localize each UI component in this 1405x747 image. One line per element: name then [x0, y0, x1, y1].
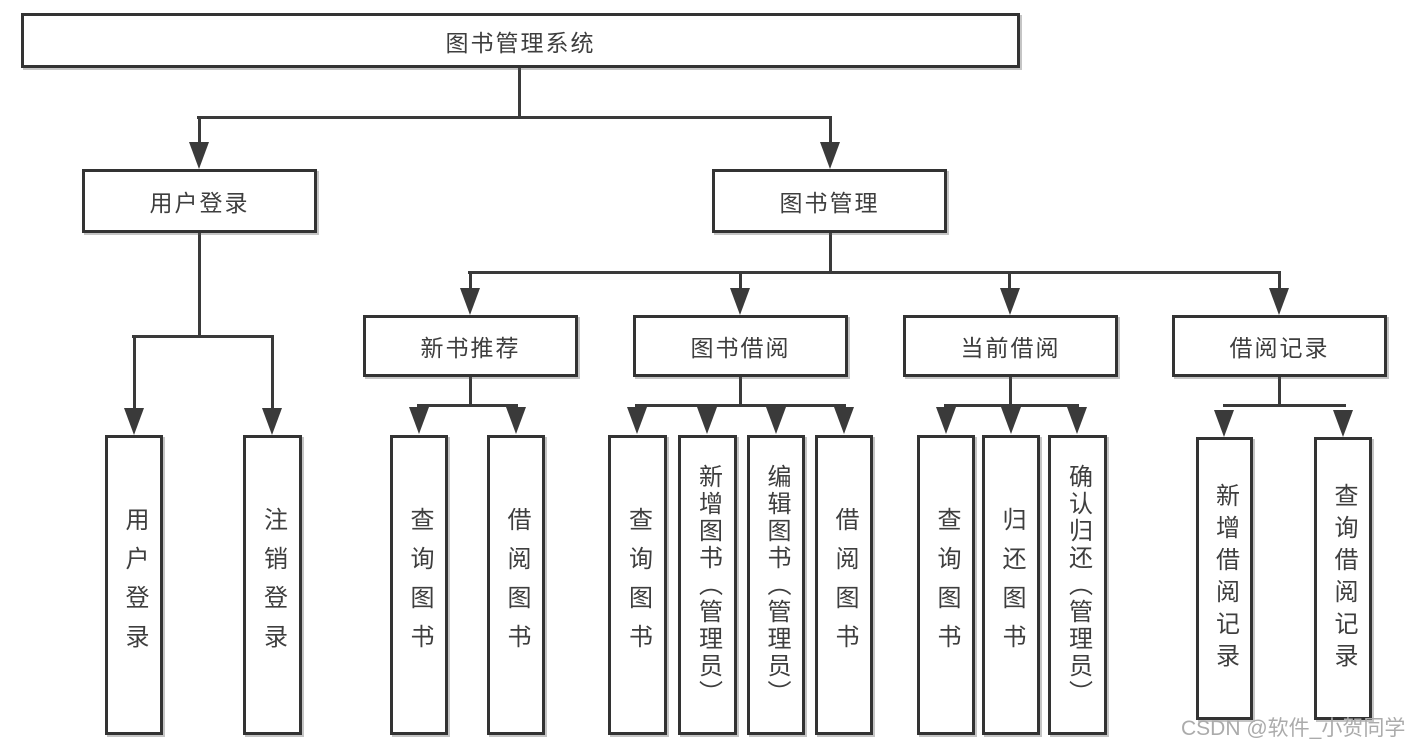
node-label: 借阅记录: [1229, 335, 1330, 361]
leaf-label: 用户登录: [121, 507, 148, 663]
arrowhead-icon: [834, 407, 854, 434]
connector-borrow-bar: [635, 404, 846, 407]
connector-mgmt-trunk: [829, 233, 832, 274]
leaf-borrow-books-newbook: 借阅图书: [487, 435, 545, 735]
node-label: 当前借阅: [960, 335, 1061, 361]
arrowhead-icon: [1269, 288, 1289, 315]
arrowhead-icon: [1067, 407, 1087, 434]
csdn-watermark: CSDN @软件_小贺同学: [1181, 717, 1405, 740]
node-label: 图书管理: [779, 190, 880, 216]
leaf-label: 确认归还（管理员）: [1064, 463, 1092, 707]
leaf-label: 新增借阅记录: [1211, 482, 1239, 675]
leaf-label: 编辑图书（管理员）: [763, 463, 790, 707]
leaf-label: 注销登录: [259, 507, 287, 663]
leaf-query-books-borrow: 查询图书: [608, 435, 667, 735]
leaf-query-books-newbook: 查询图书: [390, 435, 448, 735]
connector-record-trunk: [1278, 377, 1281, 407]
connector-mgmt-stub: [829, 117, 832, 144]
leaf-label: 归还图书: [998, 507, 1025, 663]
arrowhead-icon: [506, 407, 526, 434]
connector-record-stub: [1278, 272, 1281, 290]
connector-record-bar: [1223, 404, 1346, 407]
connector-root-trunk: [518, 68, 521, 118]
arrowhead-icon: [460, 288, 480, 315]
leaf-label: 查询图书: [624, 507, 652, 663]
leaf-add-borrow-record: 新增借阅记录: [1196, 437, 1253, 720]
node-new-book-recommendation: 新书推荐: [363, 315, 578, 377]
connector-login-trunk: [198, 233, 201, 337]
connector-current-bar: [944, 404, 1079, 407]
connector-newbook-stub: [469, 272, 472, 290]
leaf-label: 查询图书: [933, 507, 960, 663]
node-book-borrowing: 图书借阅: [633, 315, 848, 377]
arrowhead-icon: [627, 407, 647, 434]
node-user-login: 用户登录: [82, 169, 317, 233]
arrowhead-icon: [1214, 410, 1234, 437]
connector-borrow-trunk: [739, 377, 742, 407]
leaf-label: 借阅图书: [503, 507, 530, 663]
connector-level3-bar: [468, 271, 1281, 274]
arrowhead-icon: [124, 408, 144, 435]
leaf-label: 借阅图书: [831, 507, 858, 663]
node-label: 用户登录: [149, 190, 250, 216]
connector-newbook-trunk: [469, 377, 472, 407]
connector-level1-bar: [197, 116, 832, 119]
arrowhead-icon: [936, 407, 956, 434]
arrowhead-icon: [730, 288, 750, 315]
arrowhead-icon: [1001, 407, 1021, 434]
connector-current-trunk: [1009, 377, 1012, 407]
node-label: 图书借阅: [690, 335, 791, 361]
leaf-add-book-admin: 新增图书（管理员）: [678, 435, 737, 735]
leaf-label: 查询图书: [406, 507, 433, 663]
node-borrowing-records: 借阅记录: [1172, 315, 1387, 377]
arrowhead-icon: [1333, 410, 1353, 437]
arrowhead-icon: [820, 142, 840, 169]
connector-login-stub: [198, 117, 201, 144]
connector-borrow-stub: [739, 272, 742, 290]
node-label: 新书推荐: [420, 335, 521, 361]
node-current-borrowing: 当前借阅: [903, 315, 1118, 377]
leaf-label: 新增图书（管理员）: [694, 463, 722, 707]
arrowhead-icon: [189, 142, 209, 169]
leaf-query-books-current: 查询图书: [917, 435, 975, 735]
arrowhead-icon: [1000, 288, 1020, 315]
leaf-user-login: 用户登录: [105, 435, 163, 735]
connector-login-child2-stub: [271, 336, 274, 410]
node-label: 图书管理系统: [445, 29, 596, 56]
arrowhead-icon: [409, 407, 429, 434]
connector-newbook-bar: [417, 404, 518, 407]
connector-login-child1-stub: [133, 336, 136, 410]
leaf-borrow-books-borrow: 借阅图书: [815, 435, 873, 735]
arrowhead-icon: [697, 407, 717, 434]
node-book-management: 图书管理: [712, 169, 947, 233]
leaf-return-books: 归还图书: [982, 435, 1040, 735]
leaf-label: 查询借阅记录: [1330, 482, 1357, 675]
node-library-management-system: 图书管理系统: [21, 13, 1020, 68]
leaf-logout: 注销登录: [243, 435, 302, 735]
connector-login-bar: [132, 335, 274, 338]
leaf-query-borrow-record: 查询借阅记录: [1314, 437, 1372, 720]
connector-current-stub: [1008, 272, 1011, 290]
arrowhead-icon: [766, 407, 786, 434]
leaf-confirm-return-admin: 确认归还（管理员）: [1048, 435, 1107, 735]
leaf-edit-book-admin: 编辑图书（管理员）: [747, 435, 805, 735]
arrowhead-icon: [262, 408, 282, 435]
